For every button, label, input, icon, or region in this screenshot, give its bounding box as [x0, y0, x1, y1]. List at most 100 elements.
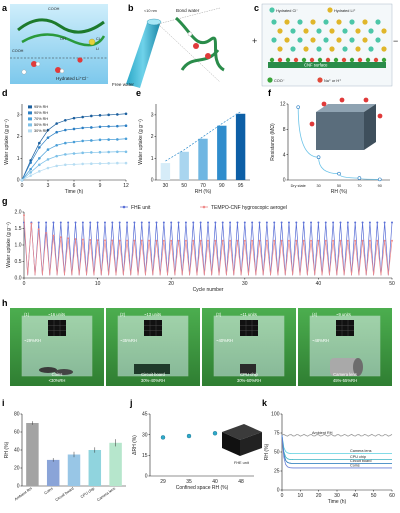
d-point-3-12 — [124, 150, 128, 154]
g-point-0-4 — [52, 221, 55, 224]
g-legend-label-1: TEMPO-CNF hygroscopic aerogel — [211, 205, 287, 211]
g-series-line-0 — [23, 222, 393, 276]
h-units-1: ~13 units — [144, 312, 161, 317]
panel-label-a: a — [2, 3, 8, 13]
i-xtick-label-2: Circuit board — [55, 487, 75, 503]
h-rh-3: ~48%RH — [312, 338, 329, 343]
panel-b-cnf-strand-2 — [180, 49, 220, 71]
panel-c-legend-li: Hydrated Li⁺ — [334, 9, 355, 13]
panel-b-label-size: <10 nm — [144, 9, 157, 13]
h-caption-name-0: Coins — [52, 372, 63, 377]
h-rh-2: ~40%RH — [216, 338, 233, 343]
h-caption-name-1: Circuit board — [141, 372, 165, 377]
panel-c-ion-28 — [290, 46, 296, 52]
g-point-1-42 — [332, 239, 335, 242]
h-circuit-board — [134, 364, 170, 374]
panel-c-ion-18 — [271, 37, 277, 43]
panel-f-aerogel-block — [316, 112, 364, 150]
g-point-0-35 — [280, 221, 283, 224]
f-xtick-label-1: 30 — [316, 184, 320, 188]
g-point-1-50 — [391, 239, 393, 242]
d-ylabel: Water uptake (g g⁻¹) — [4, 119, 10, 165]
e-ytick-label-0: 0 — [151, 178, 154, 184]
g-ytick-label-1: 0.5 — [15, 259, 22, 265]
panel-c-plus: + — [252, 36, 257, 46]
g-point-1-31 — [251, 239, 254, 242]
k-ylabel: RH (%) — [264, 443, 270, 460]
g-point-1-3 — [45, 232, 48, 235]
panel-c-background — [261, 3, 393, 87]
g-ytick-label-4: 2.0 — [15, 210, 22, 216]
panel-label-k: k — [262, 398, 268, 408]
panel-c-ion-10 — [290, 28, 296, 34]
g-point-1-21 — [177, 239, 180, 242]
g-point-0-11 — [103, 221, 106, 224]
d-legend-swatch-1 — [28, 111, 32, 115]
g-point-0-13 — [118, 221, 121, 224]
g-point-1-38 — [302, 239, 305, 242]
k-xtick-label-1: 10 — [298, 493, 304, 499]
k-series-label-4: Coins — [350, 463, 360, 467]
j-point-1 — [186, 433, 192, 439]
g-point-1-33 — [265, 239, 268, 242]
d-legend-label-0: 95% RH — [34, 105, 48, 109]
d-point-1-4 — [55, 130, 58, 134]
g-point-0-39 — [310, 221, 313, 224]
d-point-2-11 — [116, 138, 119, 141]
panel-c-surface-ion-7 — [325, 57, 331, 63]
d-point-4-12 — [124, 161, 128, 165]
d-point-0-11 — [116, 113, 119, 116]
g-point-1-48 — [376, 239, 379, 242]
g-point-0-7 — [74, 221, 77, 224]
panel-a-fiber-1 — [17, 18, 105, 34]
panel-c-ion-34 — [368, 46, 374, 52]
h-units-0: ~16 units — [48, 312, 65, 317]
g-point-1-27 — [221, 239, 224, 242]
g-point-1-29 — [236, 239, 239, 242]
k-xtick-label-6: 60 — [389, 493, 395, 499]
panel-c-surface-ion-2 — [285, 57, 291, 63]
h-caption-range-0: <30%RH — [49, 378, 66, 383]
panel-c-surface-ion-5 — [309, 57, 315, 63]
g-point-1-5 — [59, 236, 62, 239]
panel-c-surface-ion-11 — [357, 57, 363, 63]
panel-c-ion-1 — [284, 19, 290, 25]
j-xtick-label-3: 48 — [238, 479, 244, 485]
d-point-0-8 — [90, 114, 93, 118]
d-point-3-7 — [81, 151, 84, 155]
k-series-label-1: Camera lens — [350, 449, 372, 453]
g-point-0-14 — [126, 221, 129, 224]
panel-b-cnf-strand-1 — [174, 16, 225, 72]
g-point-1-6 — [67, 237, 70, 240]
h-number-2: (3) — [216, 312, 222, 317]
g-legend-label-0: FHE unit — [131, 205, 151, 211]
g-point-1-15 — [133, 239, 136, 242]
h-caption-range-2: 30%-60%RH — [237, 378, 261, 383]
panel-j-cube-top — [222, 424, 262, 440]
d-point-4-0 — [20, 178, 24, 182]
g-xtick-label-5: 50 — [389, 281, 395, 287]
k-ytick-label-2: 50 — [274, 450, 280, 456]
panel-j-inset-label: FHE unit — [234, 461, 250, 465]
j-point-2 — [212, 431, 218, 436]
d-legend-label-4: 30% RH — [34, 129, 48, 133]
panel-a-ion-1 — [31, 61, 37, 67]
g-point-0-17 — [148, 221, 151, 224]
g-point-1-11 — [103, 239, 106, 242]
g-point-1-40 — [317, 239, 320, 242]
g-point-0-36 — [287, 221, 290, 224]
k-series-label-0: Ambient RH — [312, 431, 333, 435]
panel-c-surface-ion-12 — [365, 57, 371, 63]
f-ytick-label-1: 4 — [283, 152, 286, 158]
d-point-4-7 — [81, 162, 84, 166]
d-point-3-5 — [64, 153, 67, 156]
k-series-label-3: Circuit board — [350, 459, 372, 463]
d-series-line-2 — [21, 138, 127, 181]
panel-c-ion-14 — [342, 28, 348, 34]
i-ytick-label-0: 0 — [17, 484, 20, 490]
d-point-1-1 — [29, 161, 32, 164]
e-ylabel: Water uptake (g g⁻¹) — [138, 119, 144, 165]
e-xtick-label-4: 95 — [238, 183, 244, 189]
g-point-0-22 — [184, 221, 187, 224]
g-point-0-40 — [317, 221, 320, 224]
